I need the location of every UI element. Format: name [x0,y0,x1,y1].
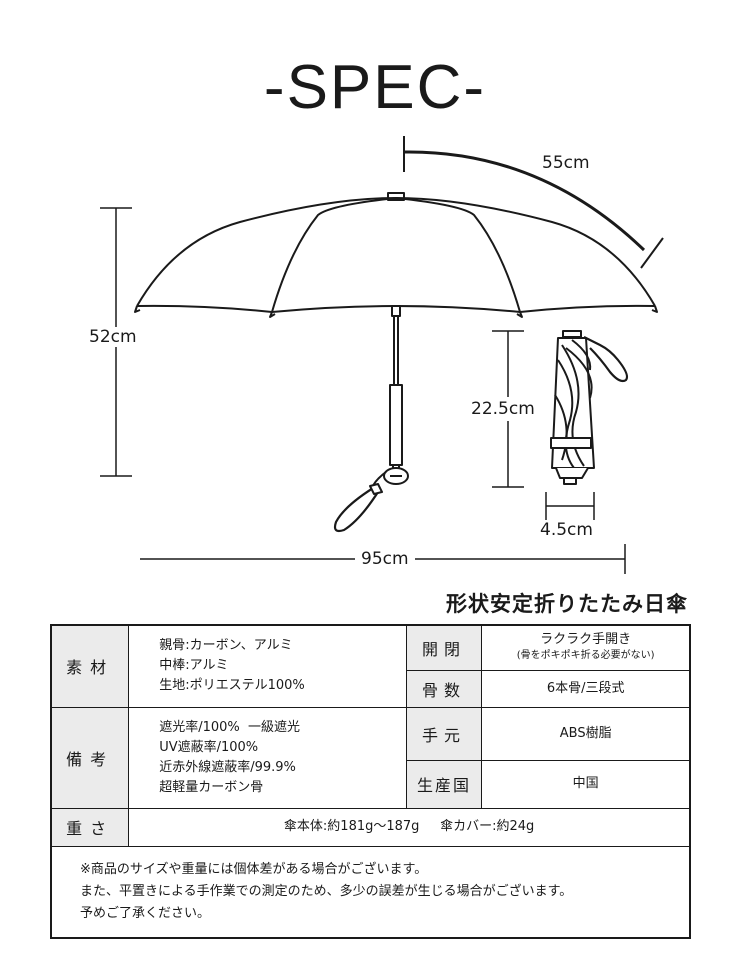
height-folded-label: 22.5cm [471,397,535,421]
note-line: ※商品のサイズや重量には個体差がある場合がございます。 [80,861,428,877]
remarks-line: 超軽量カーボン骨 [159,779,264,795]
weight-value: 傘本体:約181g〜187g 傘カバー:約24g [128,807,691,847]
folded-width-dimension [545,492,595,520]
open-umbrella-illustration [134,192,658,533]
ribs-value: 6本骨/三段式 [481,669,691,708]
spec-table: 素材 親骨:カーボン、アルミ 中棒:アルミ 生地:ポリエステル100% 開閉 ラ… [50,624,691,939]
handle-value: ABS樹脂 [481,706,691,761]
height-open-label: 52cm [89,327,137,347]
material-line: 中棒:アルミ [159,658,229,674]
opening-sub: (骨をポキポキ折る必要がない) [516,649,655,661]
opening-label: 開閉 [405,624,483,671]
remarks-line: UV遮蔽率/100% [159,739,259,755]
material-value: 親骨:カーボン、アルミ 中棒:アルミ 生地:ポリエステル100% [128,624,407,708]
handle-label: 手元 [405,706,483,761]
width-folded-label: 4.5cm [540,520,593,540]
remarks-line: 近赤外線遮蔽率/99.9% [159,759,296,775]
product-name: 形状安定折りたたみ日傘 [446,592,688,616]
weight-label: 重さ [50,807,130,847]
note-line: 予めご了承ください。 [80,905,211,921]
material-line: 生地:ポリエステル100% [159,678,305,694]
opening-value: ラクラク手開き (骨をポキポキ折る必要がない) [481,624,691,671]
canopy-radius-label: 55cm [542,153,590,173]
origin-label: 生産国 [405,759,483,809]
page-title: -SPEC- [263,53,487,122]
remarks-line: 遮光率/100% 一級遮光 [159,719,301,735]
folded-umbrella-illustration [550,330,629,485]
width-open-label: 95cm [355,549,415,569]
remarks-value: 遮光率/100% 一級遮光 UV遮蔽率/100% 近赤外線遮蔽率/99.9% 超… [128,706,407,809]
note-line: また、平置きによる手作業での測定のため、多少の誤差が生じる場合がございます。 [80,883,573,899]
arc-dimension [403,136,664,269]
umbrella-diagram [100,136,664,574]
remarks-label: 備考 [50,706,130,809]
notes: ※商品のサイズや重量には個体差がある場合がございます。 また、平置きによる手作業… [50,845,691,938]
opening-main: ラクラク手開き [540,631,632,647]
material-label: 素材 [50,624,130,708]
ribs-label: 骨数 [405,669,483,708]
origin-value: 中国 [481,759,691,809]
material-line: 親骨:カーボン、アルミ [159,638,293,654]
